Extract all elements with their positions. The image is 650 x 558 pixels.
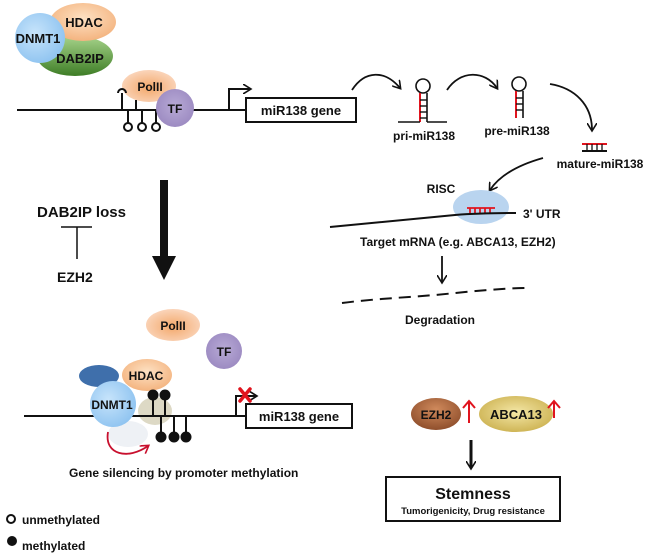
hdac-ellipse-bottom	[122, 359, 172, 391]
arrow-mature-to-risc	[490, 157, 544, 190]
hdac-label: HDAC	[65, 15, 103, 30]
arrow-gene-to-pri	[351, 73, 400, 91]
target-mrna-strand	[329, 212, 517, 228]
arrow-pre-to-mature	[549, 83, 592, 130]
beige-protein	[138, 397, 172, 425]
ezh2-ellipse	[411, 398, 461, 430]
dab2ip-loss-label: DAB2IP loss	[37, 204, 126, 221]
gene-box-bottom-label: miR138 gene	[259, 409, 339, 424]
stemness-title: Stemness	[435, 486, 511, 503]
stemness-subtitle: Tumorigenicity, Drug resistance	[401, 506, 545, 517]
methylated-site	[180, 431, 192, 443]
tf-label-bottom: TF	[217, 345, 232, 359]
stemness-box	[385, 476, 561, 522]
tf-label-top: TF	[168, 102, 183, 116]
pri-mir138-hairpin	[398, 78, 447, 123]
dnmt1-label-bottom: DNMT1	[91, 398, 133, 412]
methylated-site	[155, 431, 167, 443]
methylated-site	[159, 389, 171, 401]
arrow-pri-to-pre	[446, 73, 497, 91]
tf-circle-top	[156, 89, 194, 127]
abca13-ellipse	[479, 396, 553, 432]
utr-label: 3' UTR	[523, 207, 561, 221]
tss-arrow-bottom	[235, 396, 256, 416]
target-mrna-label: Target mRNA (e.g. ABCA13, EZH2)	[360, 235, 556, 249]
dnmt1-circle-bottom	[90, 381, 136, 427]
risc-label: RISC	[427, 182, 456, 196]
abca13-up-arrow-icon	[547, 399, 561, 418]
legend-unmethylated-icon	[6, 514, 16, 524]
tf-circle-bottom	[206, 333, 242, 369]
blocked-x-icon	[238, 387, 252, 403]
dab2ip-label: DAB2IP	[56, 51, 104, 66]
degraded-mrna	[341, 287, 531, 304]
methylation-arrow	[106, 431, 148, 455]
gene-box-bottom	[245, 403, 353, 429]
unmethylated-site	[123, 122, 133, 132]
pre-mir138-label: pre-miR138	[484, 124, 550, 138]
gene-box-top-label: miR138 gene	[261, 103, 341, 118]
legend-methylated-label: methylated	[22, 539, 85, 553]
risc-bound-mirna	[467, 207, 495, 213]
silencing-caption: Gene silencing by promoter methylation	[69, 466, 298, 480]
mature-mir138-duplex	[582, 143, 607, 152]
polii-label-bottom: PolII	[160, 319, 185, 333]
degradation-label: Degradation	[405, 313, 475, 327]
ezh2-inhibitor-label: EZH2	[57, 269, 93, 285]
big-down-arrow	[152, 180, 176, 280]
repressor-complex: HDAC DNMT1 DAB2IP	[15, 3, 116, 76]
hdac-label-bottom: HDAC	[129, 369, 164, 383]
pre-mir138-hairpin	[511, 76, 527, 118]
mature-mir138-label: mature-miR138	[557, 157, 644, 171]
legend: unmethylated methylated	[6, 513, 100, 553]
dnmt1-label: DNMT1	[16, 31, 61, 46]
polii-label-top: PolII	[137, 80, 162, 94]
legend-methylated-icon	[7, 536, 17, 546]
legend-unmethylated-label: unmethylated	[22, 513, 100, 527]
ezh2-outcome-label: EZH2	[421, 408, 452, 422]
hdac-ellipse	[50, 3, 116, 41]
pri-mir138-label: pri-miR138	[393, 129, 455, 143]
gene-box-top	[245, 97, 357, 123]
methylated-site	[147, 389, 159, 401]
risc-complex	[453, 190, 509, 224]
unmethylated-cpg-sites	[117, 88, 161, 132]
ezh2-up-arrow-icon	[462, 399, 476, 423]
methylated-site	[168, 431, 180, 443]
polii-ellipse-bottom	[146, 309, 200, 341]
unmethylated-site	[137, 122, 147, 132]
tss-arrow-top	[228, 89, 250, 110]
pale-protein	[108, 421, 148, 447]
methylated-cpg-sites	[147, 389, 192, 443]
abca13-outcome-label: ABCA13	[490, 407, 542, 422]
unmethylated-site	[151, 122, 161, 132]
dnmt1-circle	[15, 13, 65, 63]
inhibition-tbar	[61, 226, 92, 259]
